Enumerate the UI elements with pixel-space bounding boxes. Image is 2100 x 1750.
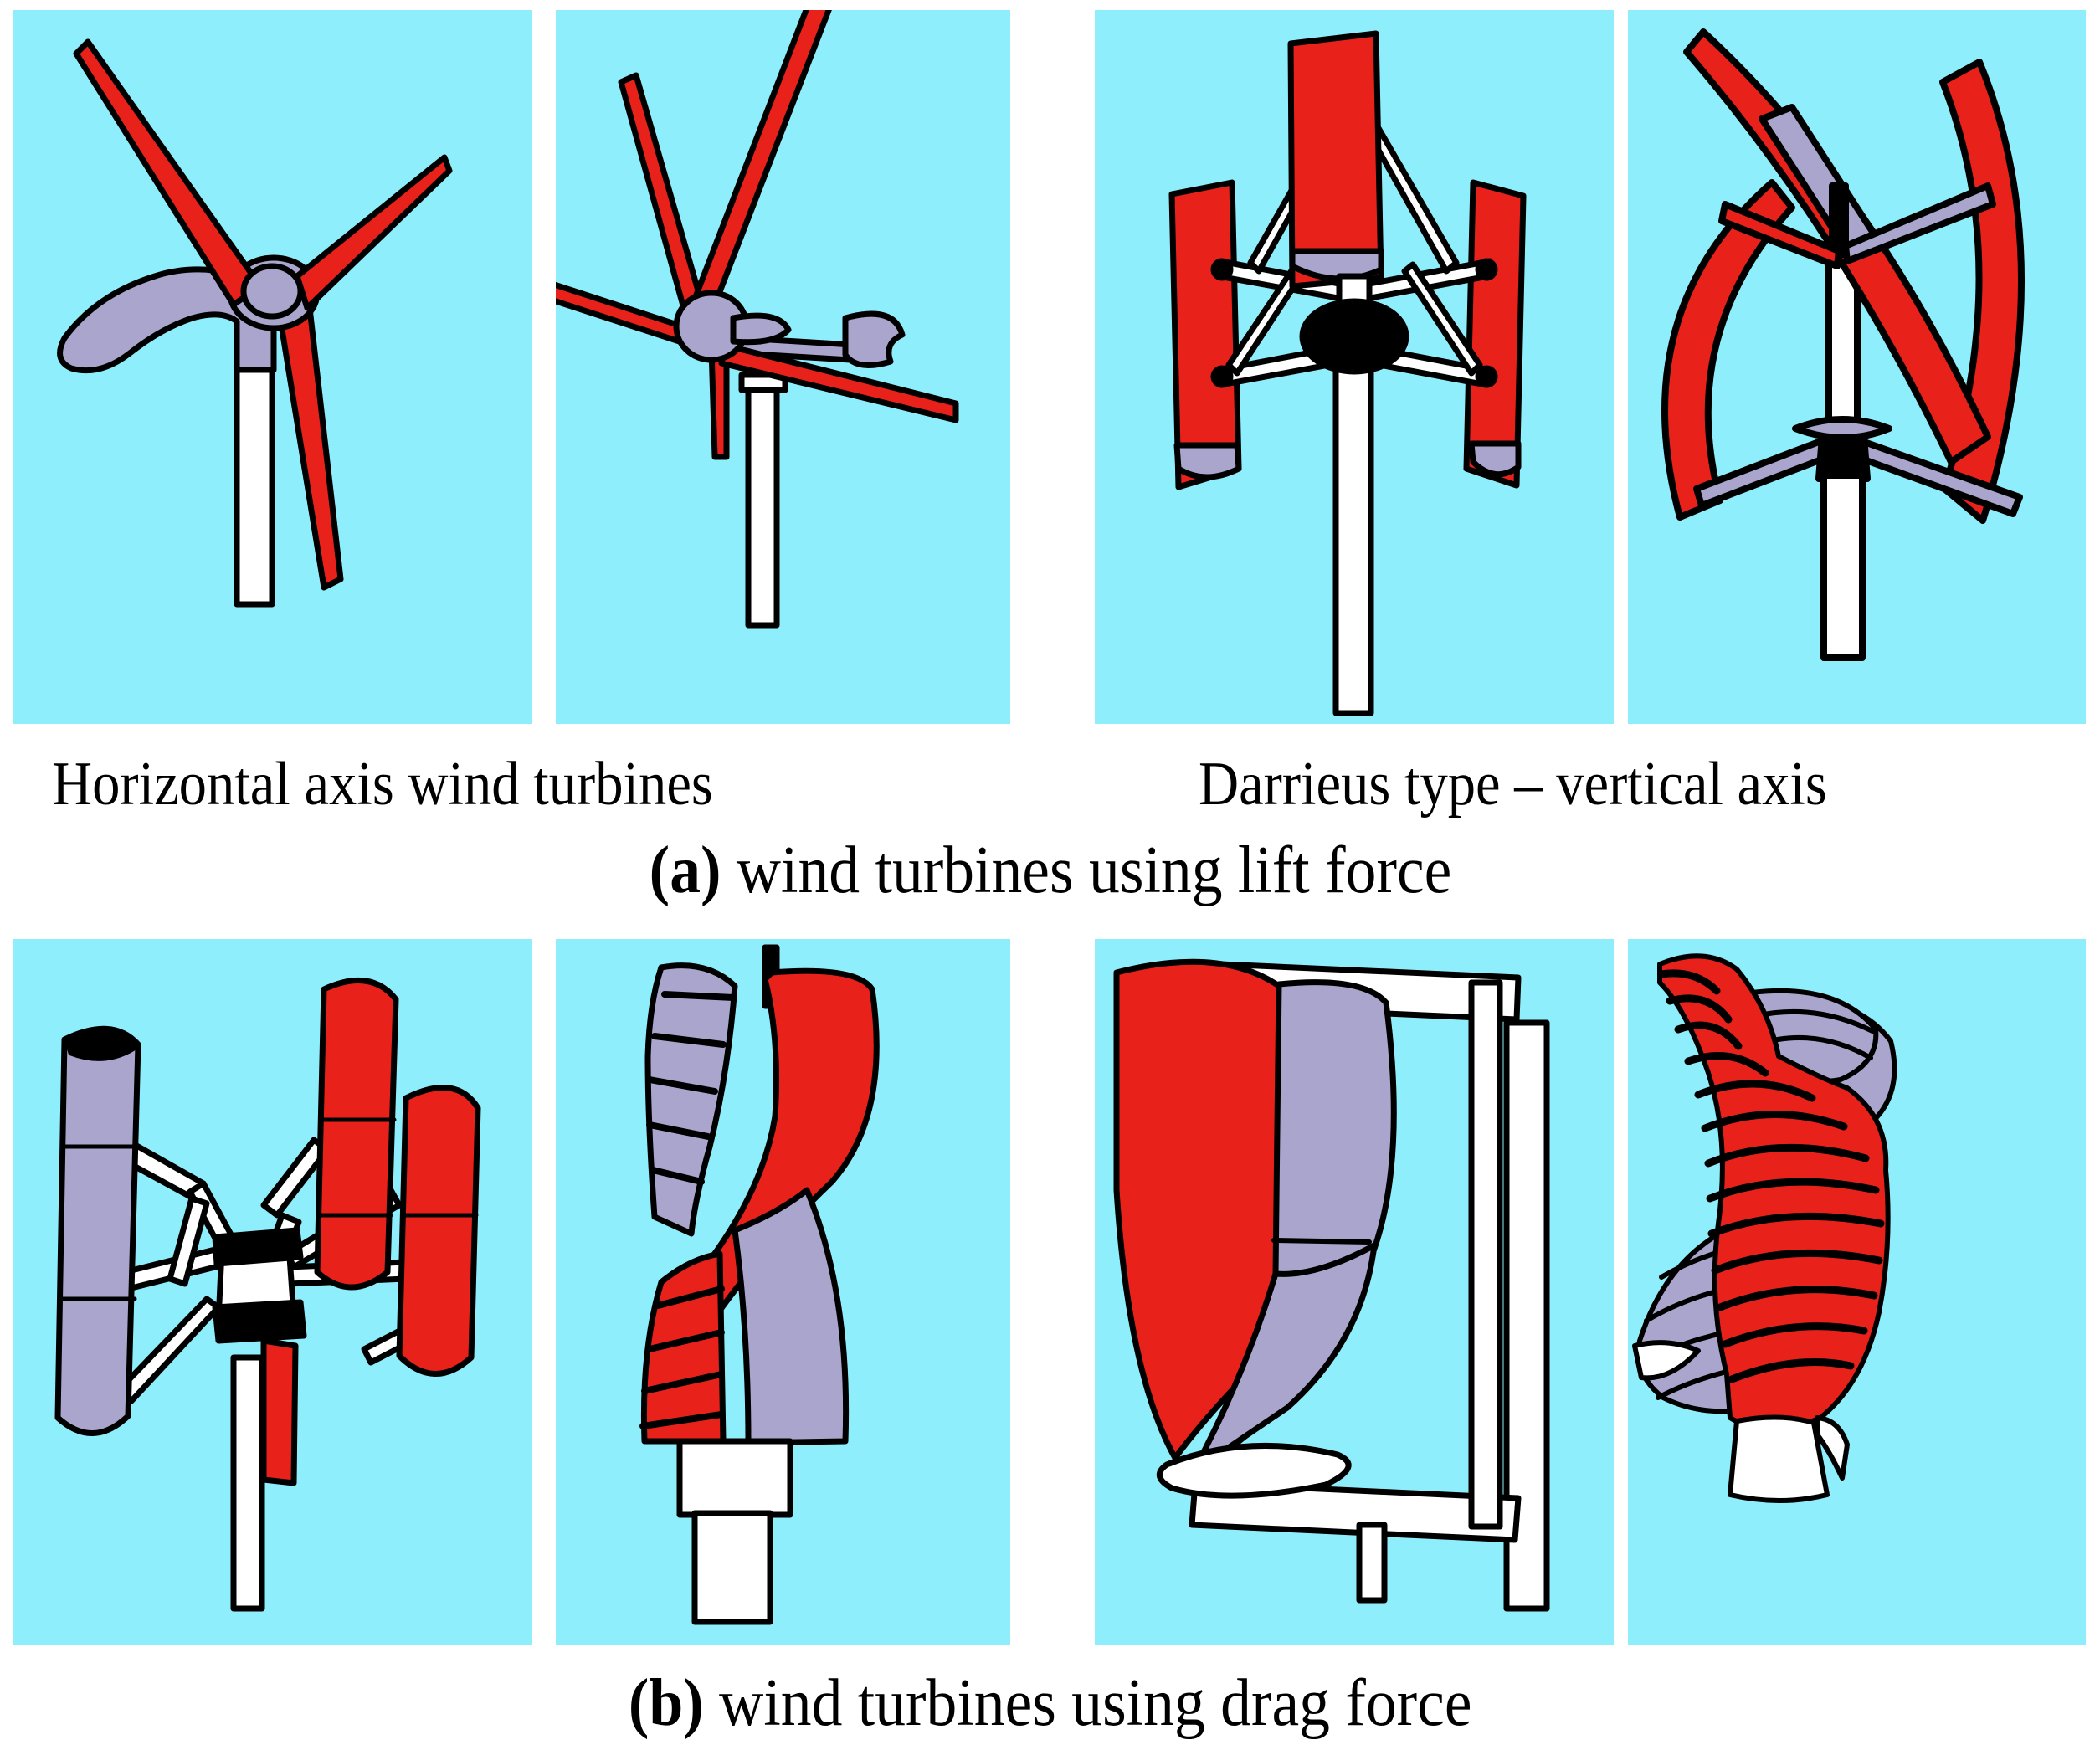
caption-b-tag: (b) <box>628 1666 704 1740</box>
panel-multi-cup-drag-rotor <box>13 939 532 1645</box>
panel-helical-savonius-rotor <box>556 939 1010 1645</box>
multi-cup-drag-rotor-illustration <box>54 978 481 1612</box>
twisted-savonius-illustration <box>1632 953 1897 1503</box>
label-darrieus-vertical-axis: Darrieus type – vertical axis <box>1199 750 1827 819</box>
darrieus-curved-blade-illustration <box>1661 28 2025 661</box>
panel-darrieus-h-rotor-straight-blade-turbine <box>1095 10 1614 724</box>
panel-savonius-s-rotor-in-frame <box>1095 939 1614 1645</box>
caption-a-text: wind turbines using lift force <box>720 834 1451 907</box>
panel-horizontal-axis-five-blade-turbine <box>556 10 1010 724</box>
three-blade-hawt-illustration <box>57 38 453 608</box>
caption-a: (a) wind turbines using lift force <box>0 837 2100 904</box>
caption-a-tag: (a) <box>649 834 721 907</box>
helical-savonius-illustration <box>639 944 880 1625</box>
darrieus-h-rotor-illustration <box>1168 30 1527 716</box>
label-horizontal-axis: Horizontal axis wind turbines <box>52 750 713 819</box>
panel-twisted-savonius-drag-rotor <box>1628 939 2086 1645</box>
caption-b-text: wind turbines using drag force <box>703 1666 1472 1740</box>
savonius-s-rotor-illustration <box>1113 958 1550 1612</box>
panel-darrieus-curved-blade-turbine <box>1628 10 2086 724</box>
five-blade-hawt-illustration <box>556 10 959 629</box>
caption-b: (b) wind turbines using drag force <box>0 1670 2100 1737</box>
panel-horizontal-axis-three-blade-turbine <box>13 10 532 724</box>
